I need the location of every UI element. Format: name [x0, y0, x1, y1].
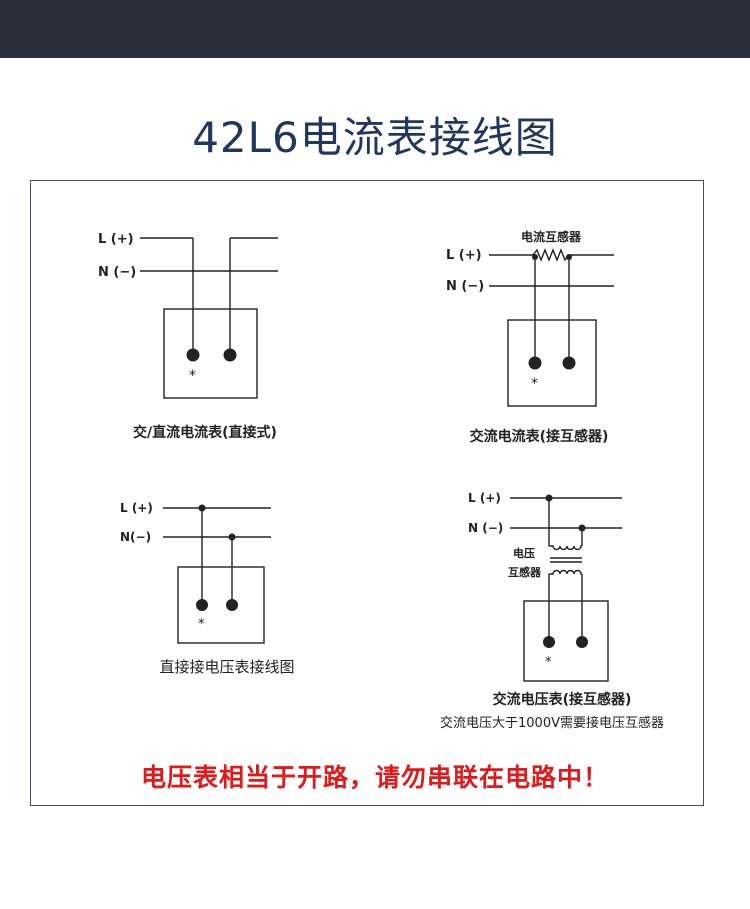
caption-direct-ammeter: 交/直流电流表(直接式) [133, 424, 277, 441]
polarity-star: * [545, 655, 552, 670]
label-line-l: L (+) [468, 491, 501, 505]
junction-n [228, 533, 236, 541]
ct-node-right [566, 254, 572, 260]
pt-label-1: 电压 [513, 546, 535, 560]
junction-l [545, 494, 553, 502]
caption-ct-ammeter: 交流电流表(接互感器) [470, 428, 609, 445]
note-pt-voltmeter: 交流电压大于1000V需要接电压互感器 [440, 715, 664, 731]
label-line-l: L (+) [120, 501, 153, 515]
diagram-pt-voltmeter [510, 497, 622, 682]
diagram-direct-ammeter [140, 237, 278, 399]
label-line-l: L (+) [98, 232, 134, 247]
ct-label: 电流互感器 [521, 229, 582, 244]
pt-label-2: 互感器 [508, 565, 542, 579]
caption-pt-voltmeter: 交流电压表(接互感器) [493, 691, 632, 708]
diagram-direct-voltmeter [163, 507, 271, 644]
terminal-1 [543, 636, 555, 648]
junction-n [578, 524, 586, 532]
caption-direct-voltmeter: 直接接电压表接线图 [159, 658, 294, 676]
label-line-n: N(−) [120, 530, 151, 544]
warning-text: 电压表相当于开路，请勿串联在电路中！ [140, 763, 609, 792]
polarity-star: * [531, 376, 538, 392]
diagram-ct-ammeter [489, 248, 614, 407]
junction-l [198, 504, 206, 512]
terminal-2 [576, 636, 588, 648]
terminal-2 [223, 348, 237, 362]
polarity-star: * [198, 617, 205, 632]
top-bar [0, 0, 750, 58]
label-line-n: N (−) [98, 265, 136, 280]
terminal-1 [528, 356, 542, 370]
label-line-l: L (+) [446, 248, 482, 263]
terminal-1 [186, 348, 200, 362]
terminal-1 [196, 599, 208, 611]
terminal-2 [226, 599, 238, 611]
diagram-frame [30, 180, 704, 806]
ct-node-left [532, 254, 538, 260]
label-line-n: N (−) [468, 521, 503, 535]
label-line-n: N (−) [446, 279, 484, 294]
page-title: 42L6电流表接线图 [192, 113, 558, 162]
terminal-2 [562, 356, 576, 370]
polarity-star: * [189, 368, 196, 384]
